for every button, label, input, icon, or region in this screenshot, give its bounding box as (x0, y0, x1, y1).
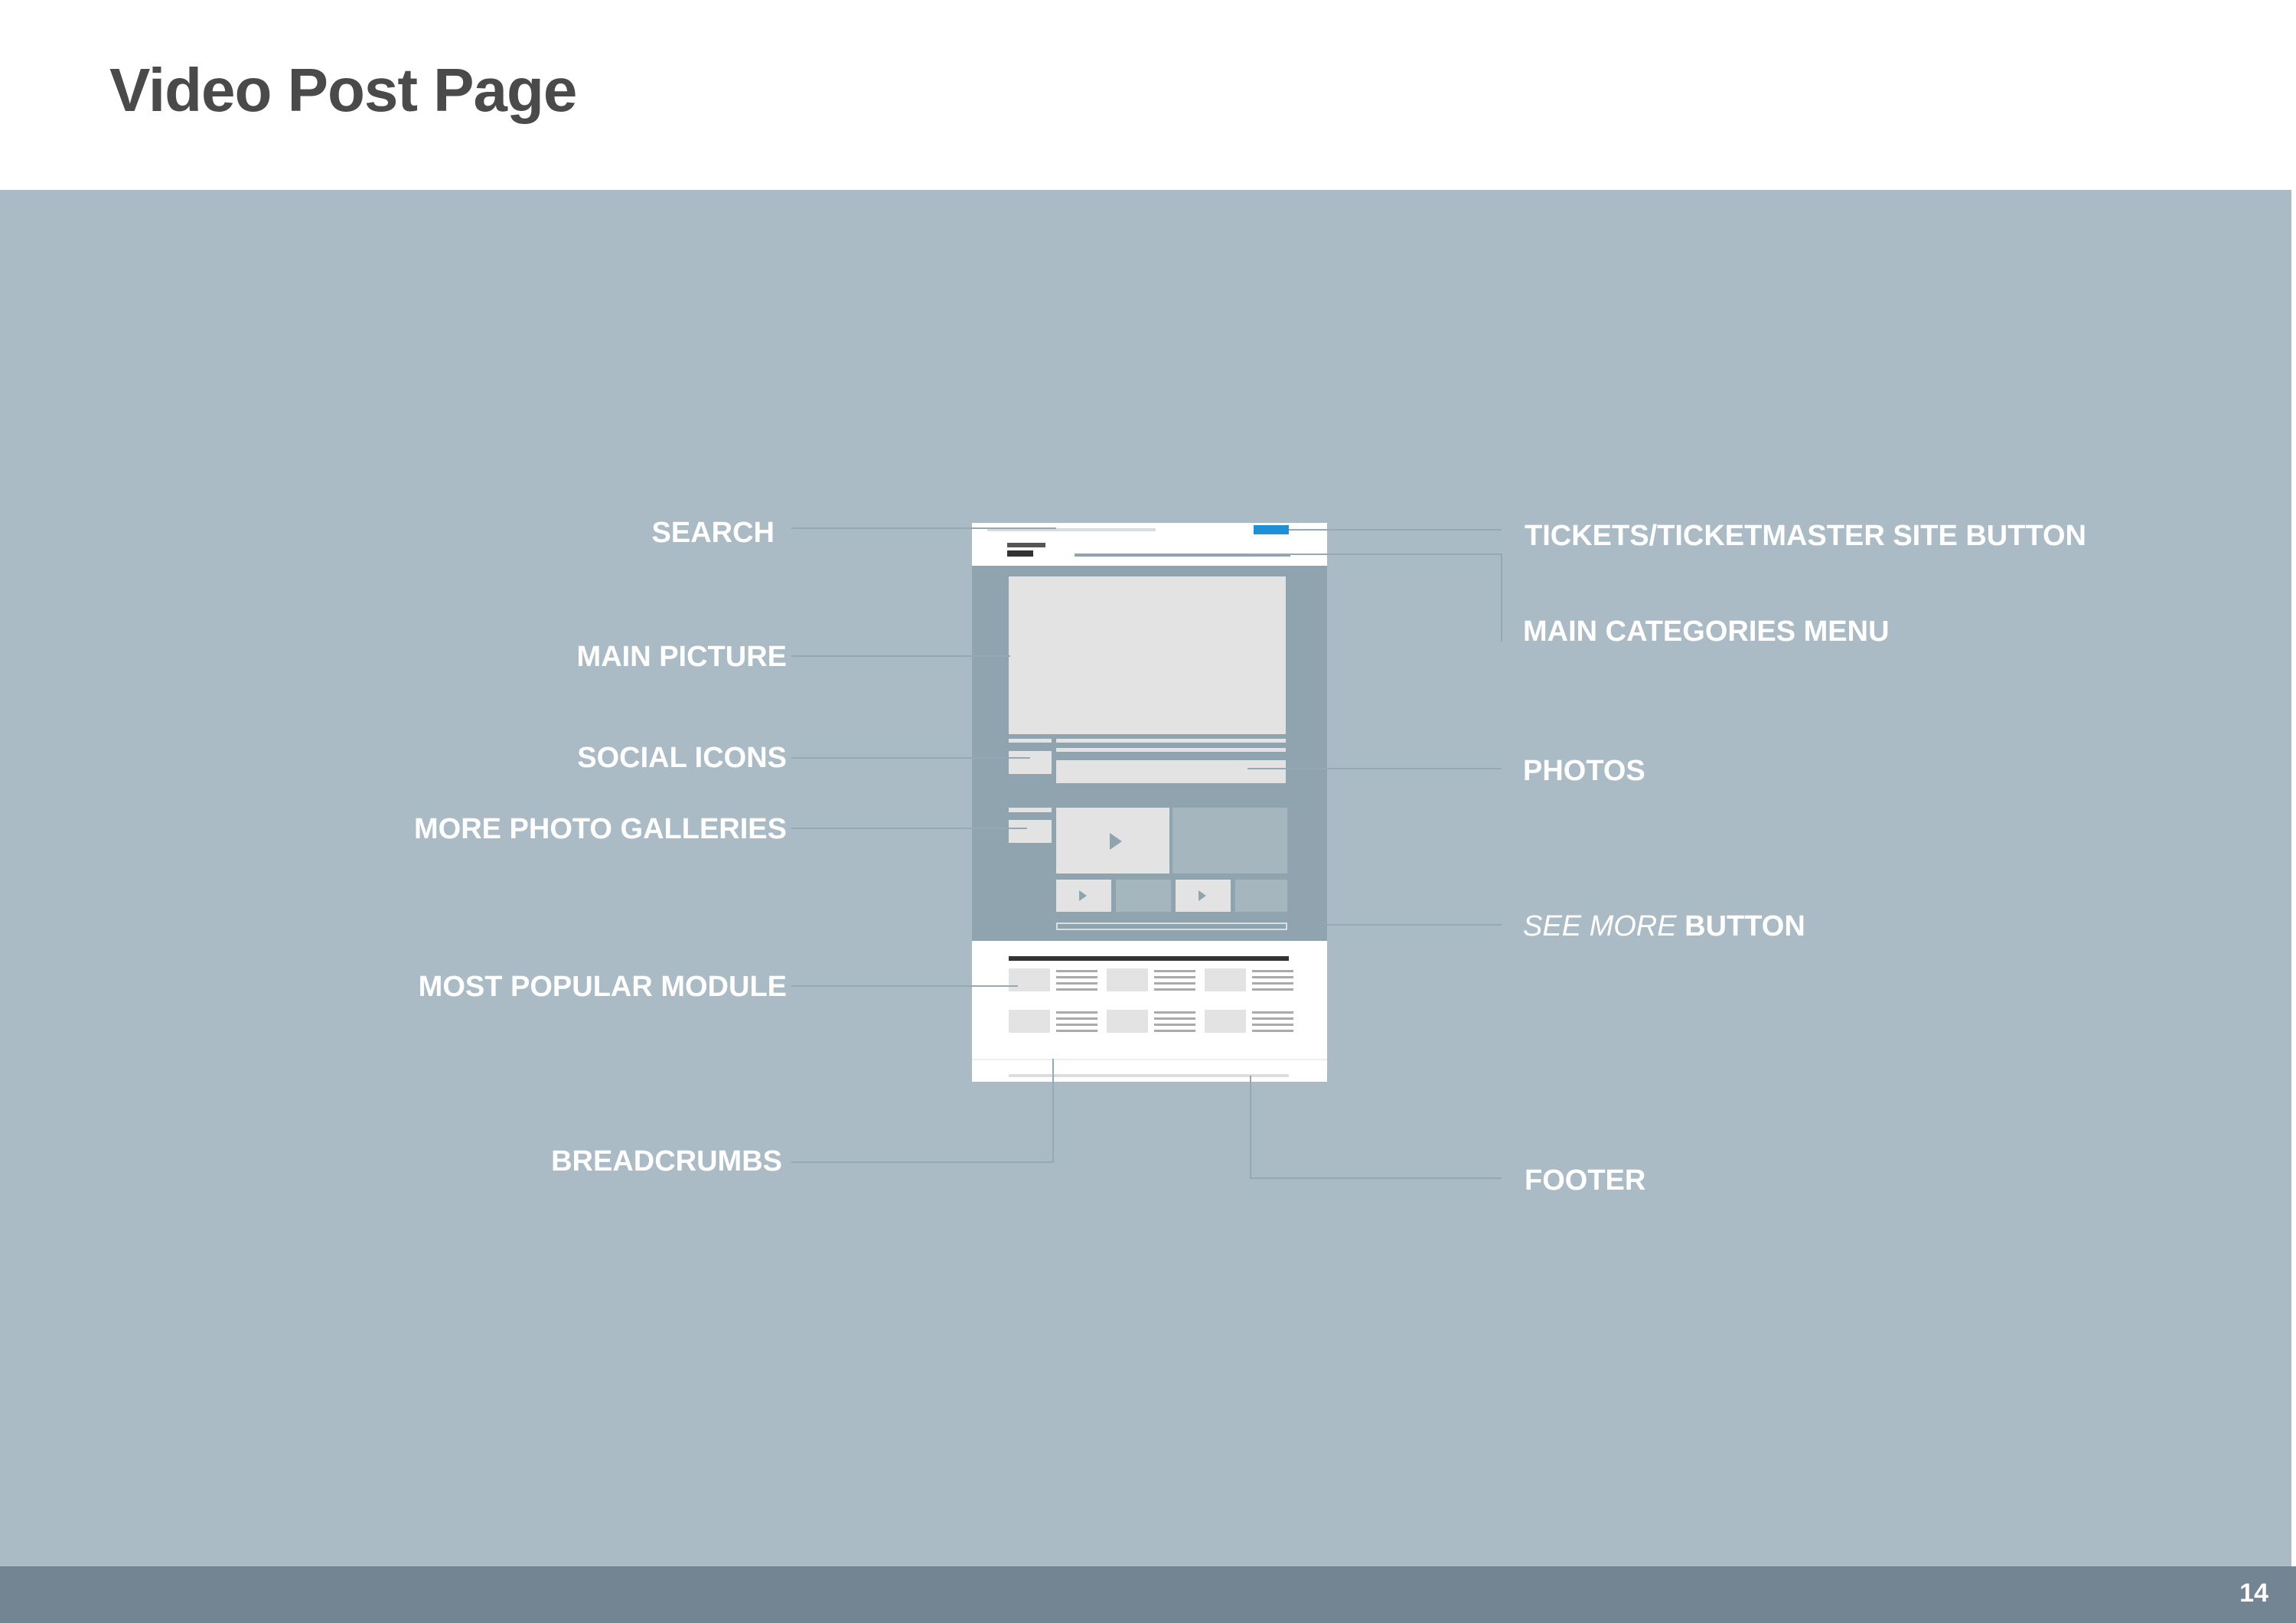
mock-popular-text-line (1154, 988, 1195, 991)
mock-popular-text-line (1252, 982, 1293, 985)
mock-popular-text-line (1154, 1030, 1195, 1032)
mock-popular-text-line (1252, 976, 1293, 978)
mock-popular-text-line (1252, 1030, 1293, 1032)
leader-breadcrumbs (791, 1059, 1054, 1163)
mock-popular-header (1009, 956, 1289, 961)
mock-main-picture (1009, 576, 1286, 734)
mock-popular-text-line (1056, 976, 1097, 978)
label-main-picture: MAIN PICTURE (576, 641, 787, 673)
mock-popular-text-line (1154, 1017, 1195, 1020)
mock-popular-text-line (1252, 988, 1293, 991)
label-most-popular-module: MOST POPULAR MODULE (418, 971, 787, 1003)
mock-logo-sub (1007, 550, 1033, 557)
mock-play-icon-small-1 (1079, 890, 1087, 901)
bottom-bar (0, 1566, 2296, 1623)
mock-tickets-button (1254, 525, 1289, 534)
label-see-more-italic: SEE MORE (1523, 910, 1677, 942)
page-title: Video Post Page (109, 56, 577, 124)
mock-popular-thumb (1205, 1010, 1246, 1033)
mock-popular-text-line (1154, 976, 1195, 978)
mock-popular-text-line (1056, 988, 1097, 991)
mock-categories-menu (1075, 554, 1290, 557)
mock-popular-text-line (1252, 1011, 1293, 1014)
mock-social-icons (1009, 751, 1052, 774)
mock-popular-thumb (1205, 968, 1246, 991)
mock-footer-line (1009, 1074, 1289, 1077)
mock-popular-thumb (1009, 1010, 1050, 1033)
mock-gallery-thumb (1009, 820, 1052, 843)
mock-text-line-2 (1056, 748, 1286, 752)
mock-popular-text-line (1252, 1024, 1293, 1026)
mock-popular-text-line (1252, 1017, 1293, 1020)
mock-play-icon-small-2 (1199, 890, 1206, 901)
label-see-more-suffix: BUTTON (1684, 910, 1805, 942)
mock-social-line-1 (1009, 739, 1052, 743)
mock-popular-thumb (1009, 968, 1050, 991)
mock-photo-thumb-2 (1235, 880, 1287, 912)
page-number: 14 (2239, 1579, 2268, 1608)
mock-popular-grid (972, 523, 1327, 1082)
mock-popular-text-line (1154, 982, 1195, 985)
mock-popular-text-line (1056, 1024, 1097, 1026)
label-search: SEARCH (651, 517, 775, 549)
label-social-icons: SOCIAL ICONS (577, 742, 787, 774)
mock-popular-text-line (1056, 970, 1097, 972)
mock-popular-thumb (1107, 1010, 1148, 1033)
mock-photo-thumb (1116, 880, 1171, 912)
mock-popular-text-line (1056, 1030, 1097, 1032)
mock-see-more-button (1056, 923, 1287, 930)
mock-photo-large (1172, 808, 1287, 874)
panel-edge (2291, 190, 2296, 1566)
mock-popular-text-line (1154, 970, 1195, 972)
mock-popular-text-line (1154, 1011, 1195, 1014)
mock-text-line-1 (1056, 739, 1286, 743)
mock-popular-text-line (1056, 1017, 1097, 1020)
leader-categories (1247, 554, 1502, 642)
label-footer: FOOTER (1525, 1164, 1646, 1197)
mock-text-block (1056, 760, 1286, 783)
mock-search-bar (987, 528, 1156, 531)
label-photos: PHOTOS (1523, 755, 1645, 787)
mock-play-icon (1110, 833, 1122, 850)
mock-footer-sep (972, 1059, 1327, 1060)
mock-popular-text-line (1154, 1024, 1195, 1026)
mock-logo (1007, 543, 1045, 547)
label-breadcrumbs: BREADCRUMBS (551, 1145, 782, 1177)
label-see-more-button: SEE MORE BUTTON (1523, 911, 1805, 942)
mock-popular-thumb (1107, 968, 1148, 991)
mock-popular-text-line (1056, 1011, 1097, 1014)
label-main-categories-menu: MAIN CATEGORIES MENU (1523, 616, 1890, 648)
mock-gallery-line (1009, 808, 1052, 812)
mock-popular-text-line (1056, 982, 1097, 985)
wireframe-mockup (972, 523, 1327, 1082)
label-more-photo-galleries: MORE PHOTO GALLERIES (413, 813, 787, 845)
mock-popular-text-line (1252, 970, 1293, 972)
leader-footer (1250, 1076, 1502, 1179)
label-tickets-button: TICKETS/TICKETMASTER SITE BUTTON (1525, 520, 2086, 552)
